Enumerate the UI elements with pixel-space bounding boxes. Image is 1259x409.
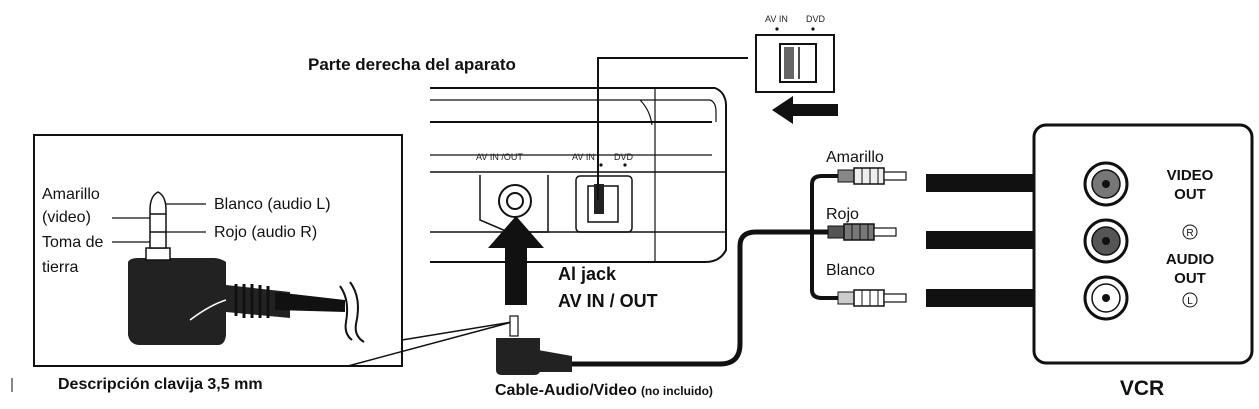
switch-zoom: [755, 34, 835, 93]
plug-35mm-small: [496, 315, 572, 375]
av-jack: [498, 184, 532, 218]
device-side-label: Parte derecha del aparato: [308, 55, 516, 74]
rca-plug-blanco: [837, 289, 907, 307]
device-body: [430, 87, 727, 263]
jack-label: AV IN /OUT: [476, 152, 523, 162]
to-jack-line-2: AV IN / OUT: [558, 291, 658, 311]
plug-label-video: (video): [42, 209, 91, 226]
vcr-audio-r-jack: [1083, 218, 1129, 264]
insert-up-arrow: [488, 216, 544, 305]
l-mark: L: [1187, 296, 1193, 307]
cable-label: Cable-Audio/Video (no incluido): [495, 382, 713, 399]
wire-label-blanco: Blanco: [826, 262, 875, 279]
plug-35mm-large: [128, 191, 365, 345]
vcr-title: VCR: [1120, 377, 1164, 400]
rca-plug-amarillo: [837, 167, 907, 185]
detail-callout-line-2: [401, 321, 513, 341]
plug-label-toma: Toma de: [42, 234, 103, 251]
cable-main-label: Cable-Audio/Video: [495, 382, 637, 399]
plug-label-tierra: tierra: [42, 259, 79, 276]
zoom-label-dvd: DVD: [806, 14, 826, 24]
plug-label-amarillo: Amarillo: [42, 186, 100, 203]
vcr-video-out-jack: [1083, 161, 1129, 207]
video-out-label-2: OUT: [1174, 186, 1206, 203]
detail-callout-line-1: [347, 321, 513, 367]
arrow-to-audio-r: [926, 220, 1080, 260]
r-mark: R: [1186, 228, 1193, 239]
arrow-to-audio-l: [926, 278, 1080, 318]
switch-callout-line: [597, 57, 748, 200]
rca-plug-rojo: [827, 223, 897, 241]
audio-out-label-2: OUT: [1174, 270, 1206, 287]
av-cable: [572, 229, 828, 367]
wire-label-rojo: Rojo: [826, 206, 859, 223]
switch-label-av-in: AV IN: [572, 152, 595, 162]
vcr-panel: [1032, 123, 1254, 365]
plug-label-blanco: Blanco (audio L): [214, 196, 331, 213]
video-out-label-1: VIDEO: [1167, 167, 1214, 184]
wire-label-amarillo: Amarillo: [826, 149, 884, 166]
plug-label-rojo: Rojo (audio R): [214, 224, 317, 241]
arrow-to-video-out: [926, 163, 1080, 203]
audio-out-label-1: AUDIO: [1166, 251, 1215, 268]
to-jack-line-1: Al jack: [558, 264, 617, 284]
switch-label-dvd: DVD: [614, 152, 634, 162]
vcr-audio-l-jack: [1083, 275, 1129, 321]
slide-left-arrow: [772, 96, 838, 124]
cable-note-label: (no incluido): [641, 384, 713, 398]
plug-caption: Descripción clavija 3,5 mm: [58, 376, 263, 393]
zoom-label-av-in: AV IN: [765, 14, 788, 24]
